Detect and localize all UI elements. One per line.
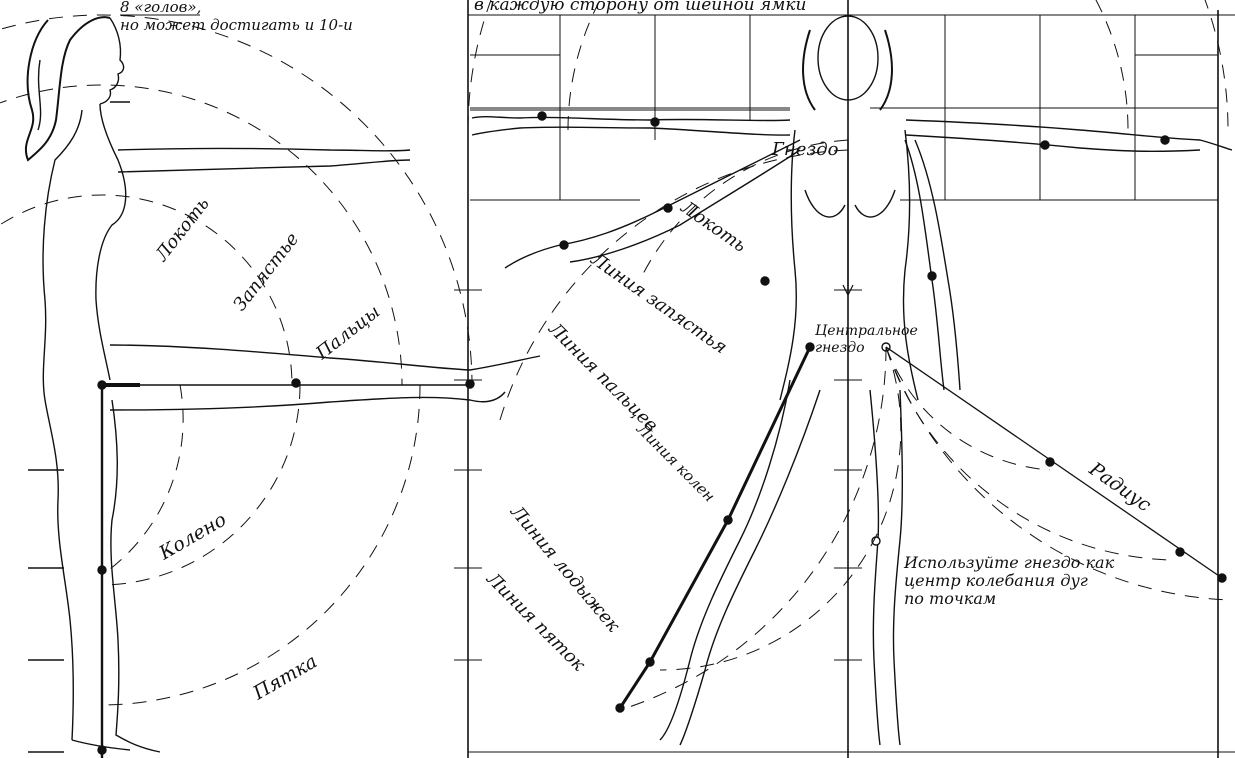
note-line-2: центр колебания дуг	[904, 571, 1088, 590]
left-fingers-label: Пальцы	[311, 301, 384, 364]
note-line-3: по точкам	[904, 589, 996, 608]
central-nest-label-2: гнездо	[815, 340, 865, 356]
labels: 8 «голов», но может достигать и 10-и в к…	[120, 0, 1155, 705]
fingers-line-label: Линия пальцев	[544, 318, 662, 436]
left-wrist-label: Запястье	[229, 229, 303, 315]
left-elbow-label: Локоть	[151, 194, 214, 266]
left-heel-label: Пятка	[249, 650, 321, 704]
right-elbow-label: Локоть	[676, 196, 750, 256]
side-view-figure	[0, 15, 540, 758]
head-count-line2: но может достигать и 10-и	[120, 16, 353, 34]
knee-line-label: Линия колен	[632, 419, 718, 505]
wrist-line-label: Линия запястья	[586, 248, 730, 358]
note-line-1: Используйте гнездо как	[903, 553, 1115, 572]
left-knee-label: Колено	[155, 509, 230, 565]
central-nest-label-1: Центральное	[815, 323, 918, 339]
head-count-line1: 8 «голов»,	[120, 0, 201, 16]
right-nest-label: Гнездо	[771, 139, 839, 160]
front-view-figure	[468, 0, 1232, 745]
each-side-label: в каждую сторону от шейной ямки	[474, 0, 806, 15]
